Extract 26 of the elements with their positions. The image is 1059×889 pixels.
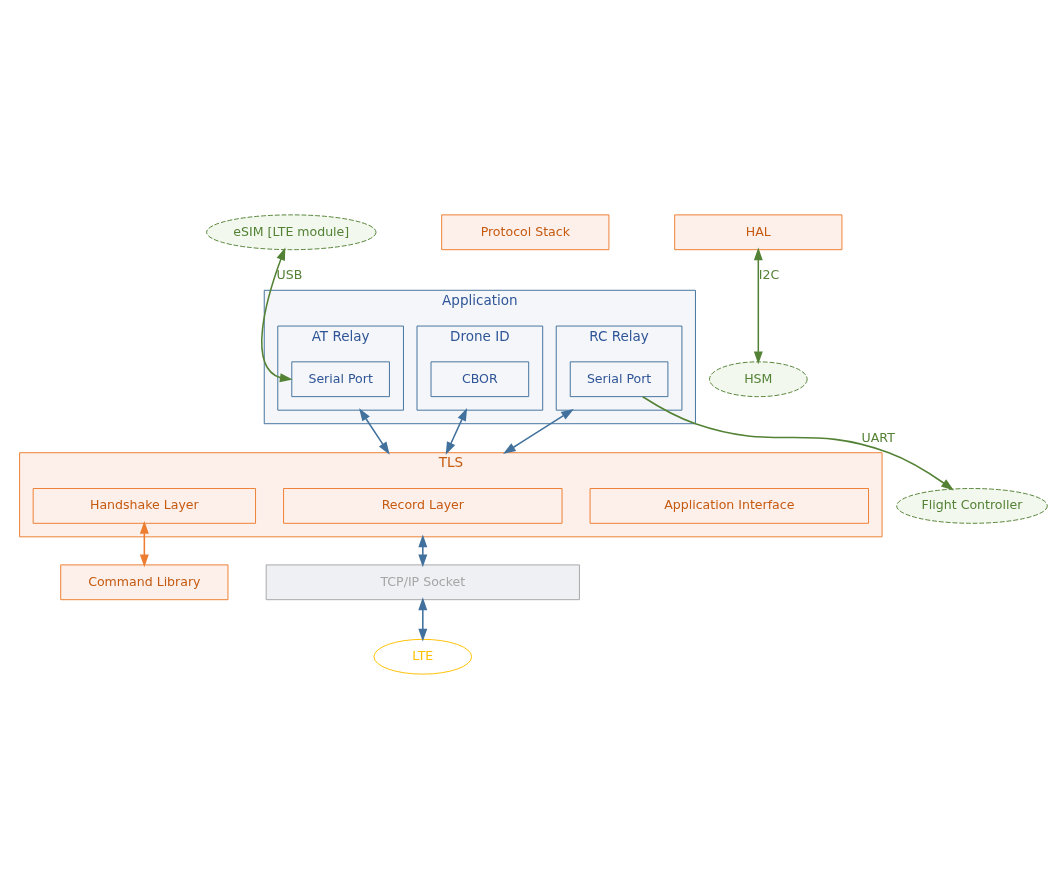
node-box: HAL: [674, 214, 843, 251]
node-box: CBOR: [430, 361, 530, 398]
edge-label: I2C: [758, 267, 780, 283]
arrow: [445, 408, 468, 455]
node-box: Serial Port: [291, 361, 390, 398]
arrow: [261, 247, 293, 383]
arrow: [418, 534, 428, 568]
node-ellipse: HSM: [709, 361, 808, 398]
node-box: TCP/IP Socket: [265, 564, 580, 601]
arrow: [503, 408, 574, 454]
node-box: Protocol Stack: [441, 214, 610, 251]
node-box: Record Layer: [283, 488, 563, 524]
node-box: Application Interface: [589, 488, 869, 524]
node-box: Serial Port: [569, 361, 669, 398]
arrow: [139, 521, 149, 568]
edge-label: USB: [276, 267, 303, 283]
arrow: [753, 247, 763, 365]
node-ellipse: Flight Controller: [896, 488, 1048, 524]
arrow: [418, 597, 428, 642]
node-box: Command Library: [60, 564, 229, 601]
node-ellipse: eSIM [LTE module]: [206, 214, 377, 251]
edge-label: UART: [861, 429, 895, 445]
node-box: Handshake Layer: [32, 488, 257, 524]
arrow: [641, 395, 954, 491]
arrow: [359, 408, 390, 455]
node-ellipse: LTE: [373, 638, 473, 675]
